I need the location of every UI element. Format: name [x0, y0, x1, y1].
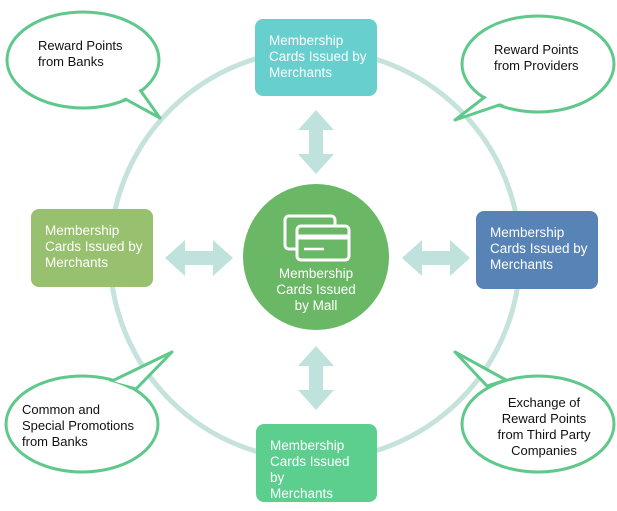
center-label: Membership Cards Issued by Mall — [258, 266, 374, 314]
box-left-line-1: Membership — [45, 223, 120, 238]
bubble-bl-line-3: from Banks — [22, 434, 88, 449]
speech-bubble-top-right — [453, 14, 616, 122]
center-line-3: by Mall — [294, 298, 338, 313]
center-line-1: Membership — [278, 266, 354, 281]
box-left-line-2: Cards Issued by — [45, 239, 143, 254]
bubble-tl-line-2: from Banks — [38, 54, 104, 69]
bubble-text-top-left: Reward Points from Banks — [38, 38, 148, 70]
box-merchant-cards-left: Membership Cards Issued by Merchants — [31, 209, 153, 287]
bubble-tr-line-2: from Providers — [494, 58, 579, 73]
double-arrow-up-down-top — [298, 110, 334, 174]
credit-cards-icon — [283, 214, 351, 262]
box-bottom-line-3: Merchants — [270, 486, 334, 501]
bubble-tl-line-1: Reward Points — [38, 38, 123, 53]
box-bottom-line-1: Membership — [270, 438, 345, 453]
bubble-br-line-2: Reward Points — [501, 411, 587, 426]
speech-bubble-bottom-right — [453, 350, 616, 474]
bubble-br-line-4: Companies — [511, 443, 577, 458]
box-merchant-cards-bottom: Membership Cards Issued by Merchants — [256, 424, 377, 502]
box-top-line-3: Merchants — [269, 65, 333, 80]
box-merchant-cards-top: Membership Cards Issued by Merchants — [255, 19, 377, 96]
box-right-line-2: Cards Issued by — [490, 241, 588, 256]
speech-bubble-bottom-left — [4, 350, 174, 474]
double-arrow-left-right-right — [402, 240, 470, 276]
box-merchant-cards-right: Membership Cards Issued by Merchants — [476, 211, 598, 289]
box-top-line-2: Cards Issued by — [269, 49, 367, 64]
box-bottom-line-2: Cards Issued by — [270, 454, 350, 485]
double-arrow-up-down-bottom — [298, 346, 334, 410]
box-left-line-3: Merchants — [45, 255, 109, 270]
bubble-text-bottom-right: Exchange of Reward Points from Third Par… — [494, 395, 594, 459]
box-right-line-1: Membership — [490, 225, 565, 240]
bubble-bl-line-2: Special Promotions — [22, 418, 134, 433]
box-top-line-1: Membership — [269, 33, 344, 48]
bubble-br-line-3: from Third Party — [497, 427, 591, 442]
bubble-bl-line-1: Common and — [22, 402, 101, 417]
double-arrow-left-right-left — [165, 240, 233, 276]
bubble-text-top-right: Reward Points from Providers — [494, 42, 604, 74]
bubble-br-line-1: Exchange of — [507, 395, 581, 410]
bubble-tr-line-1: Reward Points — [494, 42, 579, 57]
bubble-text-bottom-left: Common and Special Promotions from Banks — [22, 402, 162, 450]
speech-bubble-top-left — [5, 10, 162, 120]
box-right-line-3: Merchants — [490, 257, 554, 272]
center-line-2: Cards Issued — [276, 282, 356, 297]
